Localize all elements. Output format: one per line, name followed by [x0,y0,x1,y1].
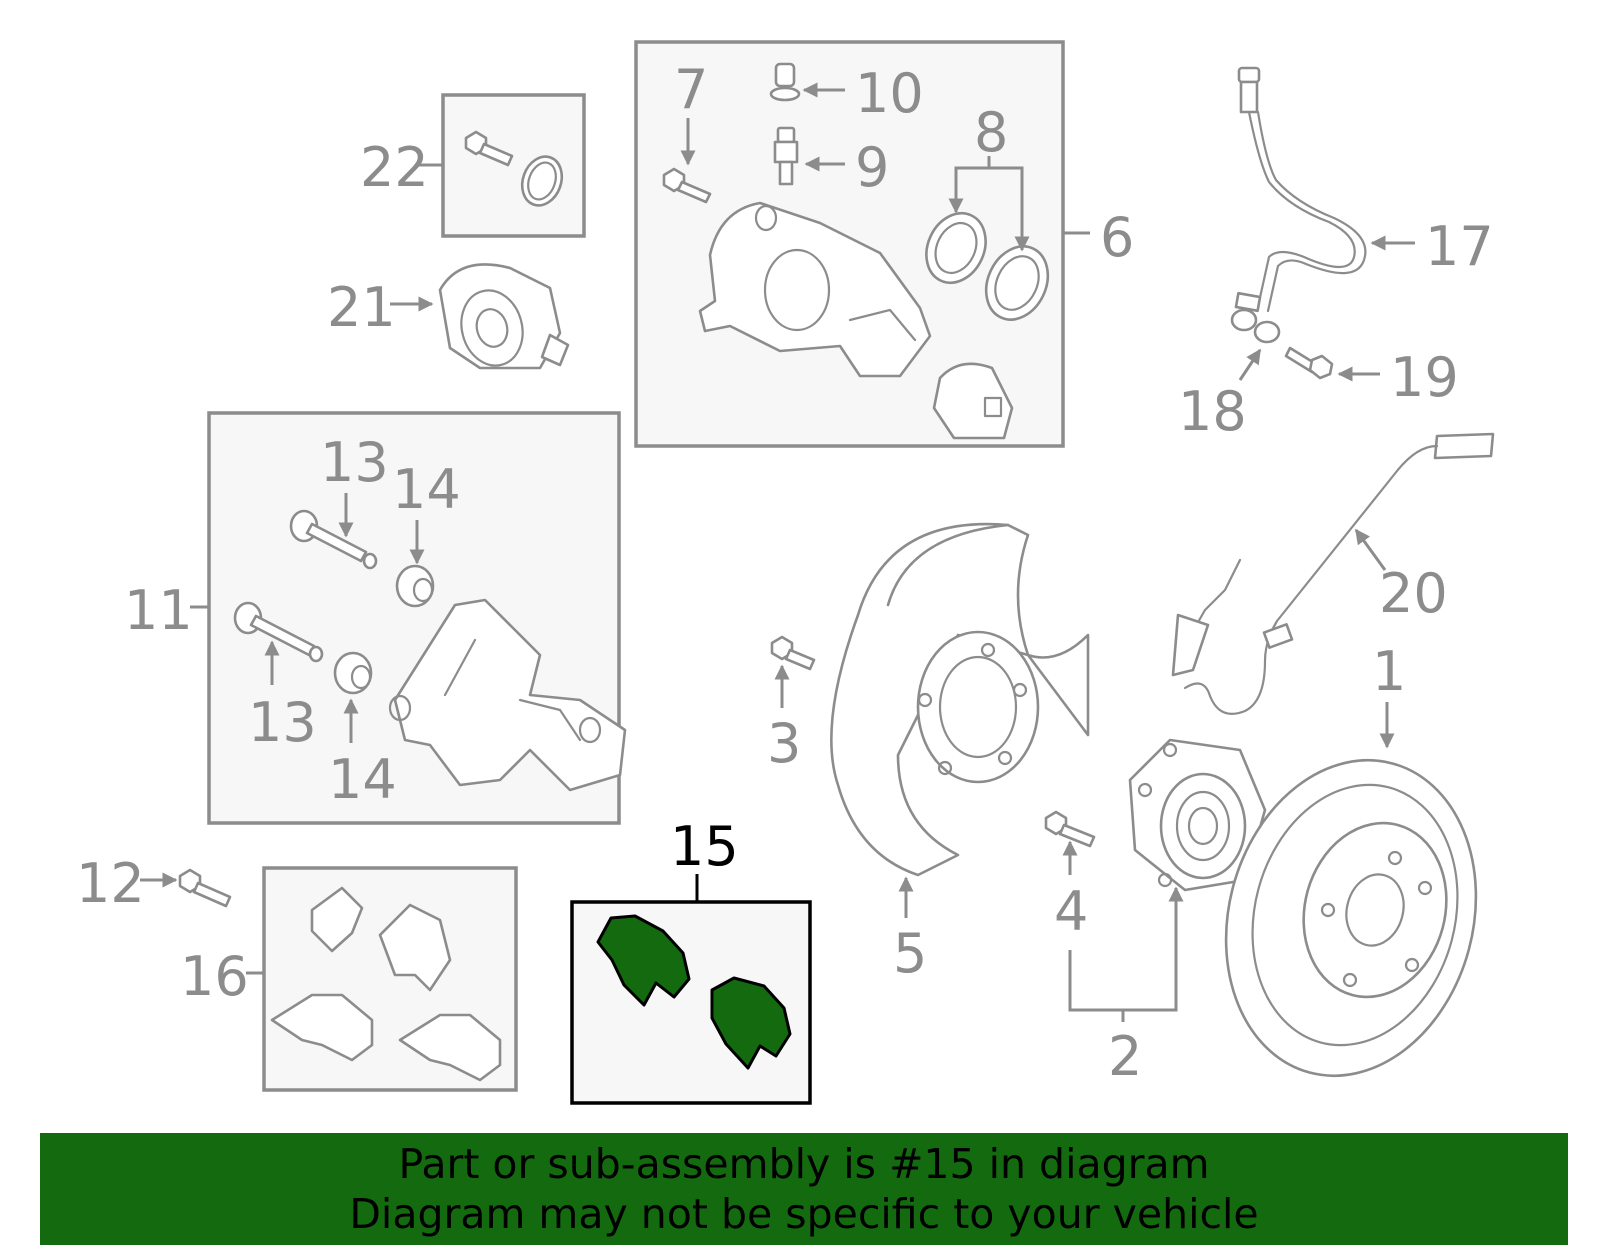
part-group-17: 17 18 19 [1178,66,1494,443]
part-group-16: 16 [180,866,518,1092]
box-22 [441,93,586,238]
part-group-15: 15 [570,815,812,1105]
callout-5[interactable]: 5 [893,922,927,985]
part-group-1: 1 [1224,640,1478,1078]
callout-20[interactable]: 20 [1379,562,1448,625]
bolt-22-icon [464,130,514,167]
part-group-11: 11 13 14 13 14 [124,411,627,825]
part-group-2: 2 [1068,738,1267,1088]
bracket-bolt-12-icon [178,868,232,908]
caliper-bracket-11-icon [388,598,627,792]
callout-11[interactable]: 11 [124,579,193,642]
callout-15[interactable]: 15 [670,815,739,878]
callout-8[interactable]: 8 [974,101,1008,164]
part-group-12: 12 [76,852,232,915]
bolt-3-icon [770,635,816,671]
wheel-speed-sensor-20-icon [1171,432,1495,715]
callout-17[interactable]: 17 [1425,215,1494,278]
bleeder-bolt-7-icon [662,167,712,204]
part-group-20: 20 [1171,432,1495,715]
caliper-housing-6-icon [698,201,932,378]
callout-21[interactable]: 21 [327,276,396,339]
boot-14-upper-icon [395,564,435,608]
washer-18-icon [1253,320,1281,344]
callout-18[interactable]: 18 [1178,380,1247,443]
guide-pin-13-upper-icon [289,509,378,570]
hub-bolt-4-icon [1044,810,1096,848]
clips-16-icon [270,993,502,1082]
shim-16-icon [310,886,452,992]
callout-22[interactable]: 22 [360,136,429,199]
seal-ring-22-icon [520,155,564,207]
piston-6-icon [932,362,1014,440]
brake-pad-15-left[interactable] [596,914,691,1007]
wheel-hub-2-icon [1128,738,1267,892]
callout-3[interactable]: 3 [767,712,801,775]
callout-13-lower[interactable]: 13 [248,691,317,754]
callout-9[interactable]: 9 [855,136,889,199]
part-group-21: 21 [327,263,570,370]
callout-1[interactable]: 1 [1372,640,1406,703]
brake-hose-17-icon [1230,66,1367,332]
callout-2[interactable]: 2 [1108,1025,1142,1088]
part-group-22: 22 [360,93,586,238]
cap-10-icon [769,62,801,102]
brake-rotor-1-icon [1224,758,1478,1078]
banjo-bolt-19-icon [1284,346,1334,380]
callout-10[interactable]: 10 [855,62,924,125]
info-banner: Part or sub-assembly is #15 in diagram D… [40,1133,1568,1245]
brake-pad-set-15-icon[interactable] [596,914,792,1070]
guide-pin-13-lower-icon [233,601,324,663]
part-group-5: 5 [830,522,1090,985]
callout-7[interactable]: 7 [674,58,708,121]
part-group-3: 3 [767,635,816,775]
callout-14-lower[interactable]: 14 [328,748,397,811]
callout-14-upper[interactable]: 14 [392,458,461,521]
callout-16[interactable]: 16 [180,945,249,1008]
part-group-4: 4 [1044,810,1096,943]
boot-14-lower-icon [333,651,373,695]
callout-12[interactable]: 12 [76,852,145,915]
bleeder-screw-9-icon [773,126,799,186]
banner-line-1: Part or sub-assembly is #15 in diagram [398,1140,1210,1188]
banner-line-2: Diagram may not be specific to your vehi… [349,1190,1259,1238]
callout-13-upper[interactable]: 13 [320,431,389,494]
callout-19[interactable]: 19 [1390,346,1459,409]
piston-seals-8-icon [925,211,1050,321]
part-group-6: 6 7 10 9 [634,40,1134,448]
dust-shield-5-icon [830,522,1090,877]
brake-pad-15-right[interactable] [710,976,792,1070]
callout-4[interactable]: 4 [1054,880,1088,943]
callout-6[interactable]: 6 [1100,206,1134,269]
caliper-piston-motor-21-icon [438,263,570,370]
